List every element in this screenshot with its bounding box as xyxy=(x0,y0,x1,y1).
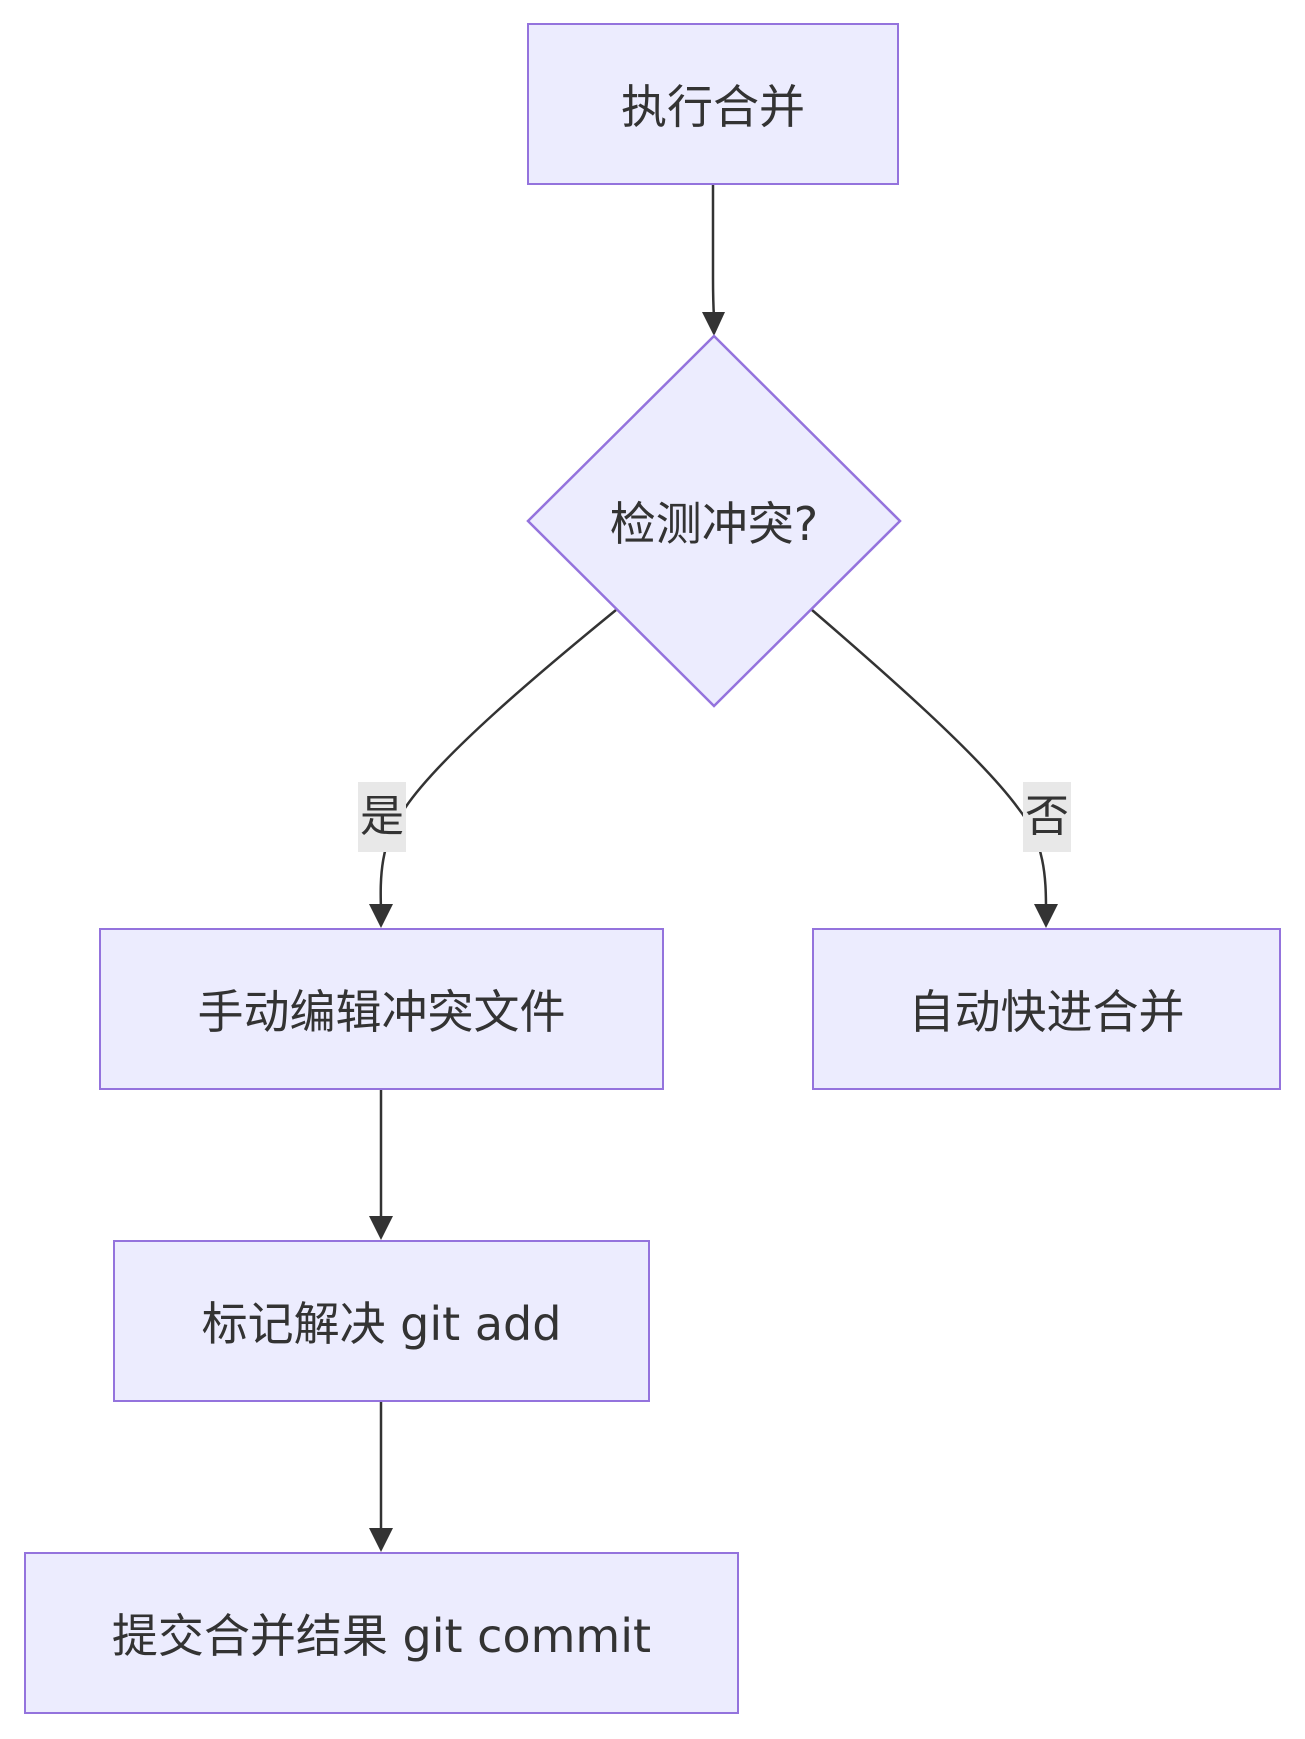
edge-check-to-manual-edit xyxy=(379,609,617,911)
node-auto-fast-forward-label: 自动快进合并 xyxy=(908,985,1185,1039)
arrowhead-check-to-manual-edit xyxy=(369,904,393,928)
node-auto-fast-forward: 自动快进合并 xyxy=(812,928,1281,1090)
node-mark-resolved-label: 标记解决 git add xyxy=(201,1297,562,1351)
node-execute-merge: 执行合并 xyxy=(527,23,899,185)
arrowhead-manual-edit-to-mark-resolved xyxy=(369,1216,393,1240)
edge-label-no: 否 xyxy=(1023,782,1071,852)
node-commit-merge-label: 提交合并结果 git commit xyxy=(111,1609,652,1663)
edge-label-yes-text: 是 xyxy=(360,791,404,842)
edge-label-no-text: 否 xyxy=(1025,791,1069,842)
edge-check-to-fast-forward xyxy=(811,609,1048,911)
edge-merge-to-check xyxy=(711,185,716,319)
node-mark-resolved: 标记解决 git add xyxy=(113,1240,650,1402)
node-commit-merge: 提交合并结果 git commit xyxy=(24,1552,739,1714)
edge-label-yes: 是 xyxy=(358,782,406,852)
decision-diamond xyxy=(526,334,902,708)
arrowhead-check-to-fast-forward xyxy=(1034,904,1058,928)
node-detect-conflict: 检测冲突? xyxy=(580,491,848,551)
arrowhead-merge-to-check xyxy=(702,312,725,336)
arrowhead-mark-resolved-to-commit xyxy=(369,1528,393,1552)
node-manual-edit-conflicts: 手动编辑冲突文件 xyxy=(99,928,664,1090)
node-manual-edit-conflicts-label: 手动编辑冲突文件 xyxy=(197,985,566,1039)
node-execute-merge-label: 执行合并 xyxy=(621,80,805,134)
node-detect-conflict-label: 检测冲突? xyxy=(609,497,819,551)
